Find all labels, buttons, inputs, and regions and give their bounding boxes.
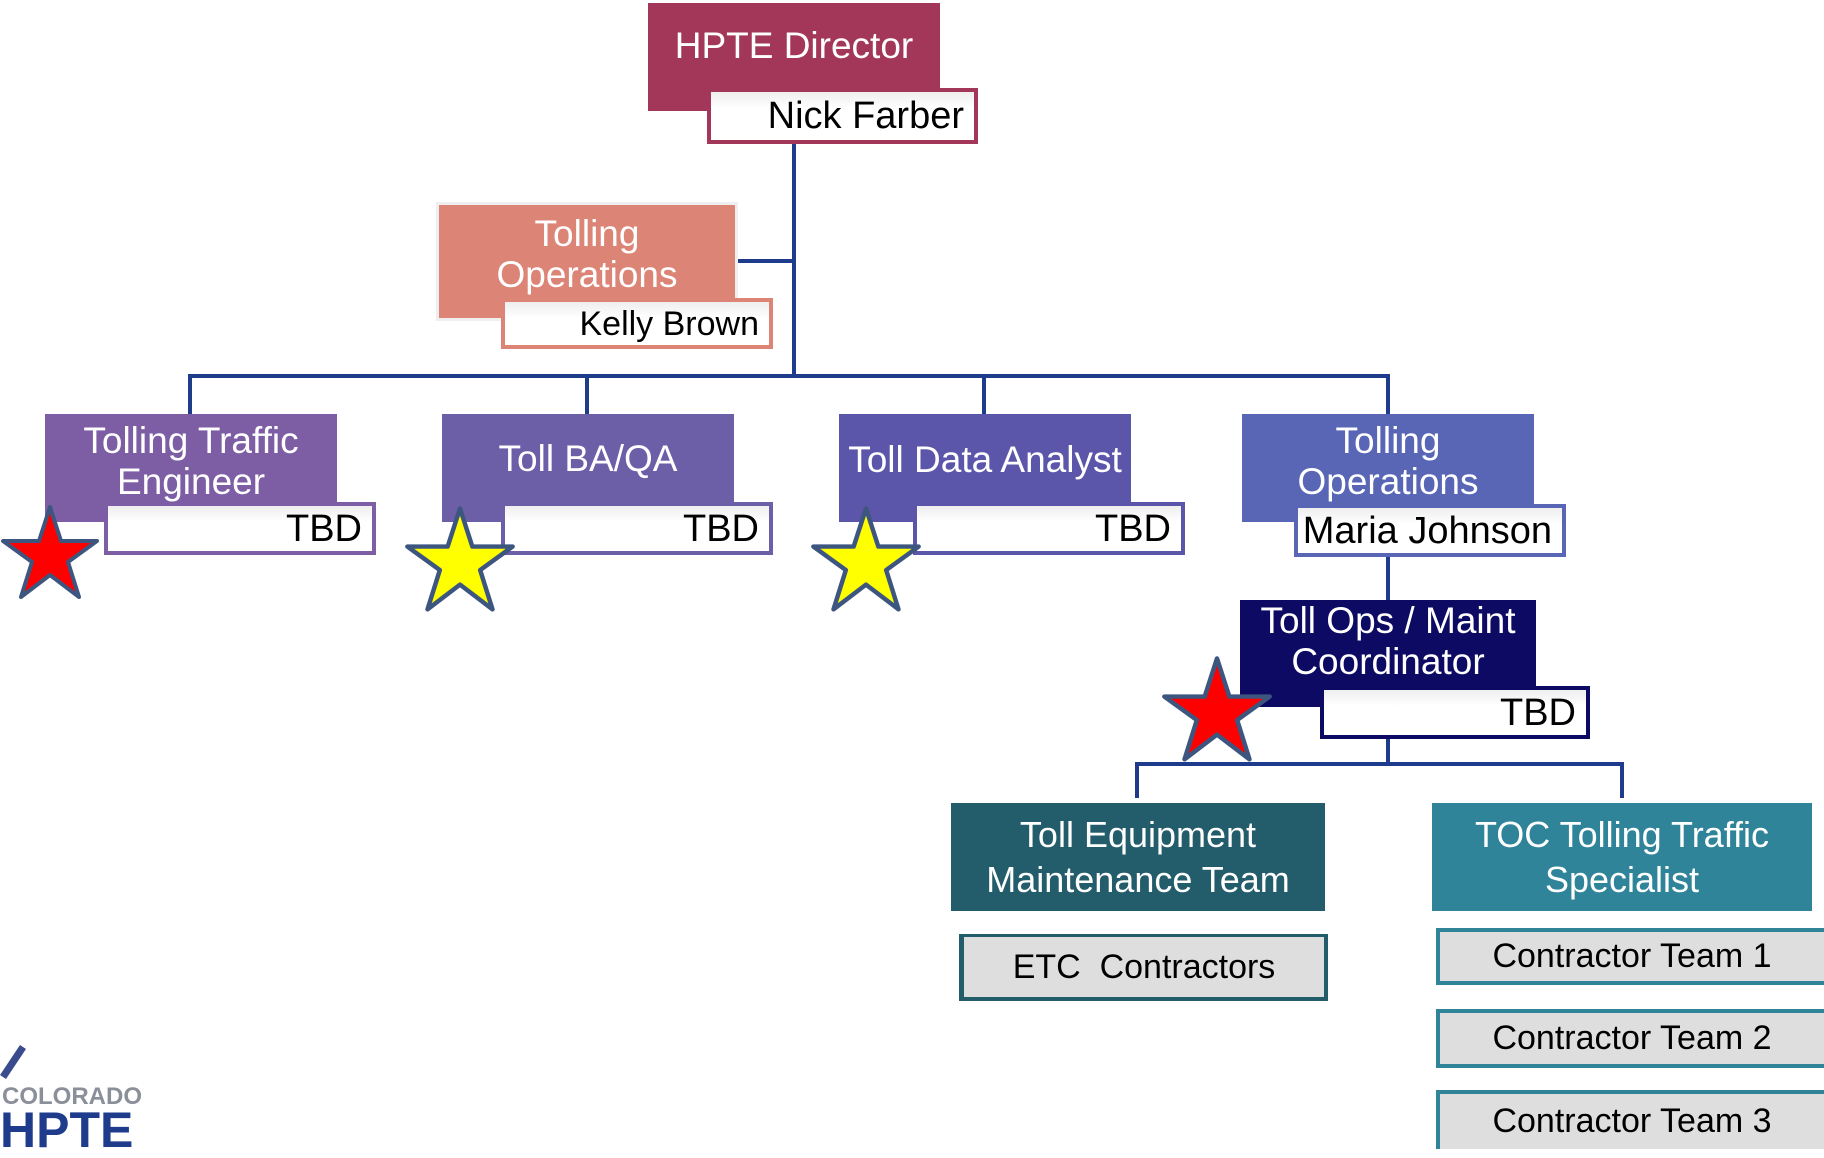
ops-supervisor-name-box: Maria Johnson	[1294, 504, 1566, 557]
logo-mark-icon	[0, 1045, 26, 1079]
maint-coordinator-role-label: Toll Ops / Maint Coordinator	[1260, 600, 1516, 682]
etc-contractors-label: ETC Contractors	[1012, 947, 1276, 986]
contractor-team-3-box: Contractor Team 3	[1436, 1090, 1824, 1149]
data-analyst-name: TBD	[1095, 507, 1171, 550]
yellow-star-icon	[811, 506, 921, 612]
ops-supervisor-name: Maria Johnson	[1302, 509, 1552, 552]
colorado-hpte-logo: COLORADO HPTE	[0, 1045, 160, 1155]
logo-hpte-text: HPTE	[0, 1102, 134, 1158]
etc-contractors-box: ETC Contractors	[959, 934, 1328, 1001]
maint-coordinator-name-box: TBD	[1320, 686, 1590, 739]
traffic-engineer-name-box: TBD	[104, 502, 376, 555]
contractor-team-3-label: Contractor Team 3	[1492, 1102, 1772, 1140]
logo-colorado-text: COLORADO	[2, 1083, 142, 1110]
data-analyst-role-label: Toll Data Analyst	[848, 439, 1122, 480]
toc-specialist-role-label: TOC Tolling Traffic Specialist	[1474, 814, 1770, 900]
contractor-team-2-label: Contractor Team 2	[1492, 1019, 1772, 1057]
yellow-star-icon	[405, 506, 515, 612]
red-star-icon	[1, 505, 99, 599]
ba-qa-name: TBD	[683, 507, 759, 550]
traffic-engineer-role-label: Tolling Traffic Engineer	[83, 420, 299, 502]
red-star-icon	[1162, 656, 1272, 762]
traffic-engineer-name: TBD	[286, 507, 362, 550]
data-analyst-name-box: TBD	[913, 502, 1185, 555]
director-role-label: HPTE Director	[674, 25, 914, 66]
equipment-team-role-label: Toll Equipment Maintenance Team	[986, 814, 1290, 900]
contractor-team-1-box: Contractor Team 1	[1436, 928, 1824, 985]
contractor-team-2-box: Contractor Team 2	[1436, 1009, 1824, 1068]
ba-qa-name-box: TBD	[501, 502, 773, 555]
ba-qa-role-label: Toll BA/QA	[498, 438, 678, 479]
director-name: Nick Farber	[767, 95, 964, 137]
ops-manager-name-box: Kelly Brown	[501, 298, 773, 349]
maint-coordinator-name: TBD	[1500, 691, 1576, 734]
contractor-team-1-label: Contractor Team 1	[1492, 937, 1772, 975]
equipment-team-role-box: Toll Equipment Maintenance Team	[951, 803, 1325, 911]
director-name-box: Nick Farber	[707, 88, 978, 144]
toc-specialist-role-box: TOC Tolling Traffic Specialist	[1432, 803, 1812, 911]
ops-manager-name: Kelly Brown	[579, 304, 759, 343]
